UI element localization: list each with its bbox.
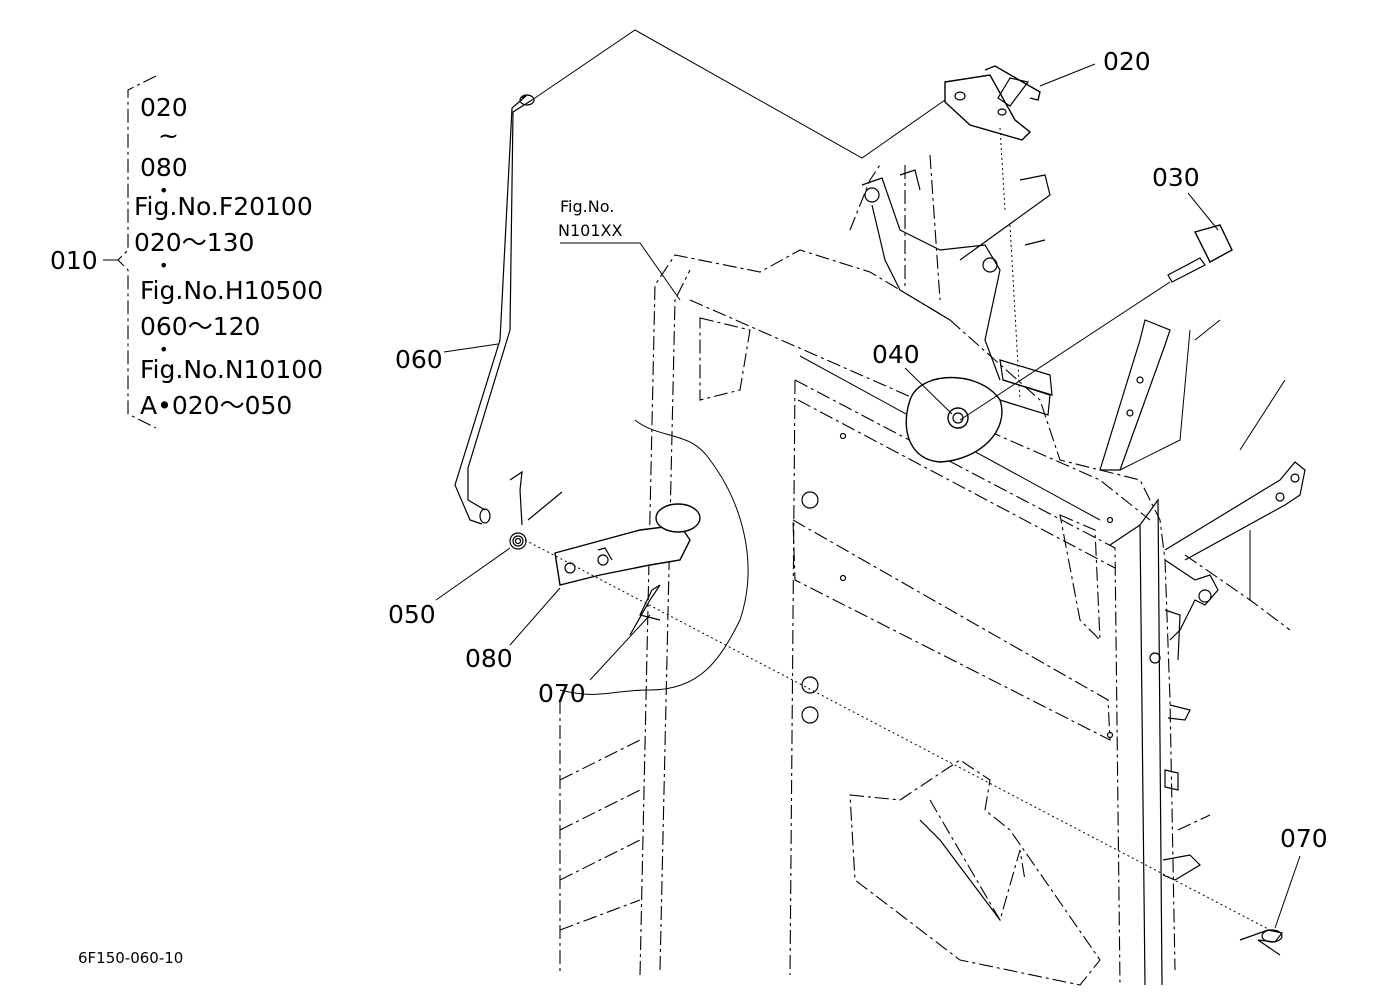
callout-030: 030: [1152, 163, 1200, 192]
machine-frame-drawing: [559, 154, 1306, 986]
assembly-legend: 010 020 ~ 080 • Fig.No.F20100 020～130 • …: [50, 75, 323, 429]
callout-060: 060: [395, 345, 443, 374]
figure-ref-line-1: Fig.No.: [560, 197, 614, 216]
legend-line-6: 020～130: [134, 228, 254, 257]
legend-line-3: 080: [140, 153, 188, 182]
callout-080: 080: [465, 644, 513, 673]
drawing-number: 6F150-060-10: [78, 949, 183, 967]
legend-line-7: •: [159, 256, 168, 275]
legend-line-11: Fig.No.N10100: [140, 355, 323, 384]
callout-020: 020: [1103, 47, 1151, 76]
nut-040: [905, 376, 1003, 463]
leader-lines: [435, 29, 1301, 931]
pin-bracket-020: [944, 65, 1041, 141]
legend-line-8: Fig.No.H10500: [140, 276, 323, 305]
callout-070-a: 070: [538, 679, 586, 708]
legend-line-4: •: [159, 181, 168, 200]
plate-080: [554, 503, 701, 586]
cotter-pin-070-b: [1239, 929, 1284, 956]
figure-ref-line-2: N101XX: [558, 221, 622, 240]
callout-labels: 020 030 040 060 050 080 070 070 Fig.No. …: [78, 47, 1328, 967]
cotter-pin-070-a: [629, 584, 661, 636]
callout-070-b: 070: [1280, 824, 1328, 853]
legend-line-2: ~: [158, 121, 179, 150]
legend-line-10: •: [159, 340, 168, 359]
rod-060: [454, 94, 535, 525]
legend-line-1: 020: [140, 93, 188, 122]
legend-line-12: A•020～050: [140, 391, 292, 420]
spring-050: [509, 470, 563, 550]
callout-040: 040: [872, 340, 920, 369]
legend-line-5: Fig.No.F20100: [134, 192, 313, 221]
legend-line-9: 060～120: [140, 312, 260, 341]
bolt-030: [1167, 224, 1233, 283]
callout-050: 050: [388, 600, 436, 629]
assembly-number-label: 010: [50, 246, 98, 275]
